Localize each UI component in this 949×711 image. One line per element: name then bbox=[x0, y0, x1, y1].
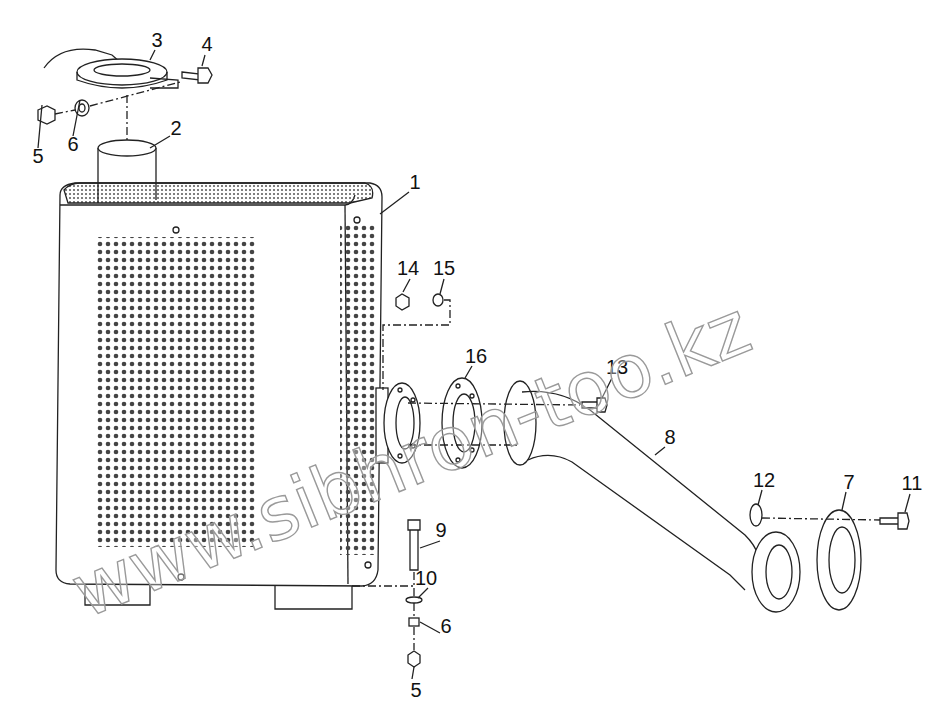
callout-number: 16 bbox=[465, 346, 487, 366]
callout-number: 5 bbox=[32, 146, 43, 166]
callout-number: 12 bbox=[753, 470, 775, 490]
callout-number: 8 bbox=[664, 427, 675, 447]
callout-number: 15 bbox=[433, 258, 455, 278]
callout-number: 2 bbox=[170, 118, 181, 138]
callout-number: 6 bbox=[67, 134, 78, 154]
callout-number: 4 bbox=[201, 34, 212, 54]
callout-number: 6 bbox=[440, 616, 451, 636]
callout-number: 7 bbox=[843, 472, 854, 492]
callout-number: 11 bbox=[902, 473, 923, 493]
callout-number: 10 bbox=[415, 568, 437, 588]
callout-number: 14 bbox=[397, 258, 419, 278]
callout-number: 5 bbox=[410, 680, 421, 700]
callout-number: 1 bbox=[409, 172, 420, 192]
callout-number: 3 bbox=[151, 30, 162, 50]
callout-number: 9 bbox=[435, 520, 446, 540]
